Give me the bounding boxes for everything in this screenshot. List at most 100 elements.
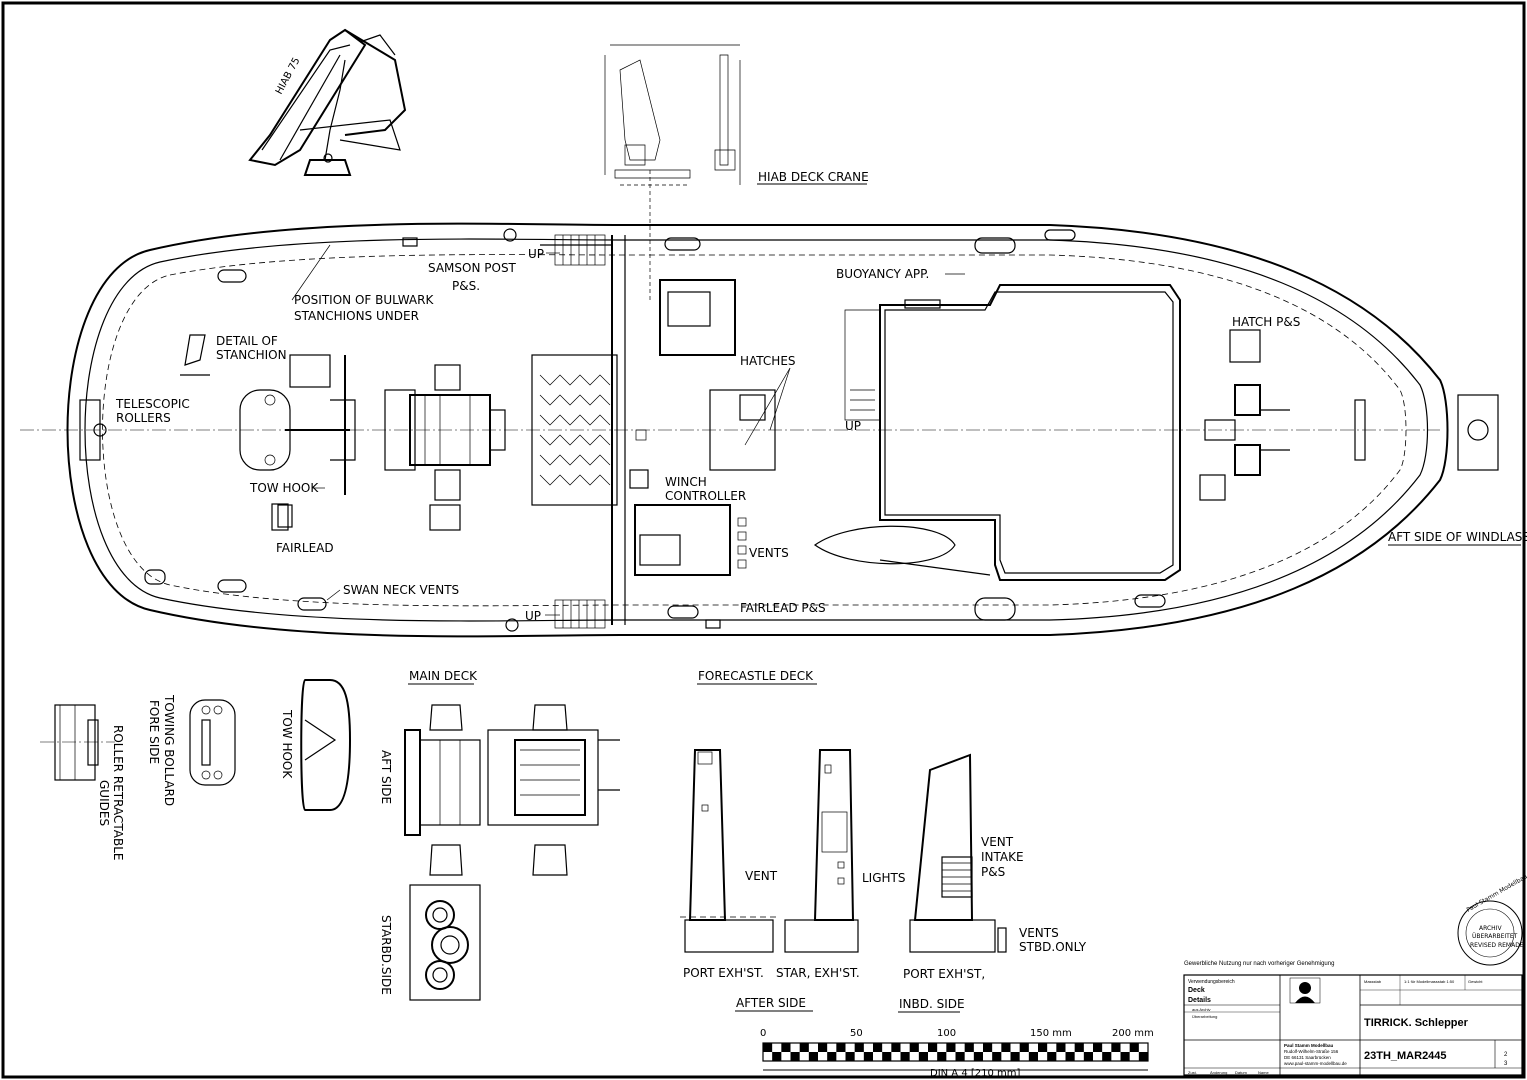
scale-tick-50: 50 bbox=[850, 1028, 863, 1039]
scale-cell bbox=[1093, 1043, 1103, 1052]
roller-guide-detail: ROLLER RETRACTABLE GUIDES bbox=[40, 704, 125, 860]
scale-tick-150: 150 mm bbox=[1030, 1028, 1072, 1039]
scale-cell bbox=[790, 1052, 800, 1061]
scale-cell bbox=[1102, 1052, 1112, 1061]
scale-cell bbox=[1111, 1043, 1121, 1052]
label-swan-neck-vents: SWAN NECK VENTS bbox=[343, 583, 459, 597]
hull-plan bbox=[20, 222, 1499, 638]
scale-cell bbox=[909, 1043, 919, 1052]
winch-starboard-side: STARBD.SIDE bbox=[379, 884, 481, 1001]
scale-cell bbox=[1038, 1043, 1048, 1052]
label-vents-stbd-1: VENTS bbox=[1019, 926, 1059, 940]
label-controller: CONTROLLER bbox=[665, 489, 746, 503]
label-stanchions-under: STANCHIONS UNDER bbox=[294, 309, 419, 323]
label-star-exhst: STAR, EXH'ST. bbox=[776, 966, 860, 980]
label-hatches: HATCHES bbox=[740, 354, 796, 368]
label-forecastle-deck: FORECASTLE DECK bbox=[698, 669, 814, 683]
label-roller-retractable: ROLLER RETRACTABLE bbox=[111, 725, 125, 860]
winch-plan bbox=[384, 364, 506, 531]
label-vent-intake-3: P&S bbox=[981, 865, 1005, 879]
label-towing-bollard: TOWING BOLLARD bbox=[162, 694, 176, 806]
label-position-bulwark: POSITION OF BULWARK bbox=[294, 293, 434, 307]
label-port-exhst-2: PORT EXH'ST, bbox=[903, 967, 985, 981]
label-up-top: UP bbox=[528, 247, 544, 261]
scale-cell bbox=[918, 1052, 928, 1061]
deck-fittings bbox=[144, 228, 519, 632]
deck-grating bbox=[531, 354, 618, 506]
label-fairlead-ps: FAIRLEAD P&S bbox=[740, 601, 826, 615]
superstructure-outline bbox=[813, 229, 1261, 621]
scale-bar: 0 50 100 150 mm 200 mm DIN A 4 [210 mm] bbox=[760, 1028, 1154, 1079]
scale-tick-200: 200 mm bbox=[1112, 1028, 1154, 1039]
label-fairlead: FAIRLEAD bbox=[276, 541, 334, 555]
windlass-plan bbox=[1204, 384, 1499, 476]
tb-area-label: Verwendungsbereich bbox=[1188, 979, 1235, 985]
scale-cell bbox=[808, 1052, 818, 1061]
label-rollers: ROLLERS bbox=[116, 411, 171, 425]
label-port-exhst: PORT EXH'ST. bbox=[683, 966, 764, 980]
scale-caption: DIN A 4 [210 mm] bbox=[930, 1068, 1021, 1079]
scale-cell bbox=[854, 1043, 864, 1052]
tb-company-1: Paul Stamm Modellbau bbox=[1284, 1043, 1334, 1048]
stamp-mid-1: ARCHIV bbox=[1479, 925, 1502, 932]
label-guides: GUIDES bbox=[97, 780, 111, 826]
scale-tick-0: 0 bbox=[760, 1028, 766, 1039]
scale-cell bbox=[946, 1043, 956, 1052]
scale-cell bbox=[836, 1043, 846, 1052]
scale-cell bbox=[1010, 1052, 1020, 1061]
label-after-side: AFTER SIDE bbox=[736, 996, 806, 1010]
tb-drawing-number: 23TH_MAR2445 bbox=[1364, 1050, 1447, 1062]
tb-rev-2: Überarbeitung bbox=[1192, 1014, 1217, 1019]
archive-stamp: Paul Stamm Modellbau ARCHIV ÜBERARBEITET… bbox=[1457, 873, 1527, 966]
towing-bollard-detail: TOWING BOLLARD FORE SIDE bbox=[147, 694, 236, 806]
scale-cell bbox=[937, 1052, 947, 1061]
scale-cell bbox=[781, 1043, 791, 1052]
label-up-bottom: UP bbox=[525, 609, 541, 623]
scale-cell bbox=[1001, 1043, 1011, 1052]
scale-cell bbox=[827, 1052, 837, 1061]
scale-cell bbox=[873, 1043, 883, 1052]
forecastle-house bbox=[629, 237, 776, 629]
scale-cell bbox=[928, 1043, 938, 1052]
scale-cell bbox=[1028, 1052, 1038, 1061]
scale-cell bbox=[1047, 1052, 1057, 1061]
tb-weight-label: Gewicht bbox=[1468, 979, 1483, 984]
tow-hook-plan bbox=[239, 355, 356, 528]
portrait-image bbox=[1289, 977, 1321, 1004]
label-stanchion: STANCHION bbox=[216, 348, 287, 362]
tb-col-state: Zust. bbox=[1188, 1070, 1197, 1075]
label-buoyancy-app: BUOYANCY APP. bbox=[836, 267, 929, 281]
scale-cell bbox=[1056, 1043, 1066, 1052]
label-telescopic: TELESCOPIC bbox=[115, 397, 190, 411]
scale-tick-100: 100 bbox=[937, 1028, 956, 1039]
label-tow-hook-vertical: TOW HOOK bbox=[280, 709, 294, 779]
tb-col-name: Name bbox=[1258, 1070, 1269, 1075]
label-aft-side-windlass: AFT SIDE OF WINDLASS bbox=[1388, 530, 1527, 544]
scale-cell bbox=[955, 1052, 965, 1061]
label-vents-stbd-2: STBD.ONLY bbox=[1019, 940, 1087, 954]
scale-cell bbox=[900, 1052, 910, 1061]
tb-scale-value: 1:1 für Modellmassstab 1:50 bbox=[1404, 979, 1455, 984]
title-block: Gewerbliche Nutzung nur nach vorheriger … bbox=[1183, 961, 1523, 1076]
scale-cell bbox=[818, 1043, 828, 1052]
scale-cell bbox=[1074, 1043, 1084, 1052]
label-fore-side: FORE SIDE bbox=[147, 700, 161, 764]
scale-cell bbox=[973, 1052, 983, 1061]
tow-hook-detail: TOW HOOK bbox=[280, 679, 352, 811]
scale-cell bbox=[882, 1052, 892, 1061]
label-samson-post: SAMSON POST bbox=[428, 261, 517, 275]
scale-cell bbox=[964, 1043, 974, 1052]
label-main-deck: MAIN DECK bbox=[409, 669, 478, 683]
scale-cell bbox=[1138, 1052, 1148, 1061]
tb-col-change: Änderung bbox=[1210, 1070, 1227, 1075]
scale-checker bbox=[763, 1043, 1148, 1061]
label-samson-post-ps: P&S. bbox=[452, 279, 480, 293]
tb-scale-label: Massstab bbox=[1364, 979, 1382, 984]
telescopic-rollers-plan bbox=[79, 334, 210, 461]
scale-cell bbox=[772, 1052, 782, 1061]
stamp-mid-2: ÜBERARBEITET bbox=[1472, 933, 1518, 940]
stamp-bottom: REVISED REMADE bbox=[1470, 942, 1524, 949]
scale-cell bbox=[1019, 1043, 1029, 1052]
